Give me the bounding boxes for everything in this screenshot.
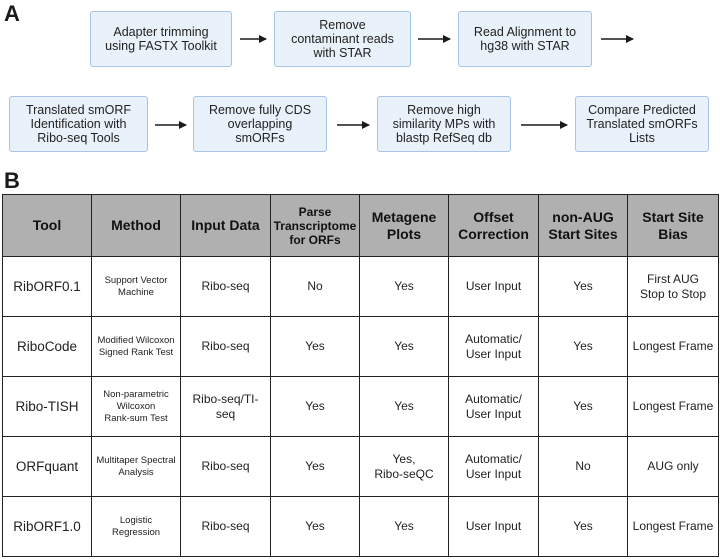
cell-parse-transcriptome: Yes xyxy=(270,436,360,497)
table-row: Ribo-TISH Non-parametric Wilcoxon Rank-s… xyxy=(2,376,719,437)
cell-start-site-bias: AUG only xyxy=(627,436,719,497)
cell-non-aug-start-sites: Yes xyxy=(538,496,628,557)
cell-parse-transcriptome: No xyxy=(270,256,360,317)
cell-non-aug-start-sites: No xyxy=(538,436,628,497)
step-compare-lists: Compare Predicted Translated smORFs List… xyxy=(575,96,709,152)
cell-non-aug-start-sites: Yes xyxy=(538,256,628,317)
cell-metagene-plots: Yes xyxy=(359,316,449,377)
table-header-row: Tool Method Input Data Parse Transcripto… xyxy=(2,194,719,257)
cell-start-site-bias: Longest Frame xyxy=(627,376,719,437)
header-metagene-plots: Metagene Plots xyxy=(359,194,449,257)
step-remove-contaminant-reads: Remove contaminant reads with STAR xyxy=(274,11,411,67)
cell-metagene-plots: Yes xyxy=(359,256,449,317)
panel-b-label: B xyxy=(4,168,20,193)
table-row: RibORF1.0 Logistic Regression Ribo-seq Y… xyxy=(2,496,719,557)
cell-metagene-plots: Yes xyxy=(359,376,449,437)
cell-tool: RibORF0.1 xyxy=(2,256,92,317)
cell-non-aug-start-sites: Yes xyxy=(538,316,628,377)
cell-method: Logistic Regression xyxy=(91,496,181,557)
table-row: ORFquant Multitaper Spectral Analysis Ri… xyxy=(2,436,719,497)
header-tool: Tool xyxy=(2,194,92,257)
step-remove-cds-overlapping: Remove fully CDS overlapping smORFs xyxy=(193,96,327,152)
header-non-aug-start-sites: non-AUG Start Sites xyxy=(538,194,628,257)
cell-non-aug-start-sites: Yes xyxy=(538,376,628,437)
cell-input-data: Ribo-seq xyxy=(180,436,271,497)
flow-arrows xyxy=(155,35,634,129)
step-adapter-trimming: Adapter trimming using FASTX Toolkit xyxy=(90,11,232,67)
cell-start-site-bias: Longest Frame xyxy=(627,316,719,377)
cell-parse-transcriptome: Yes xyxy=(270,496,360,557)
header-parse-transcriptome: Parse Transcriptome for ORFs xyxy=(270,194,360,257)
cell-tool: RiboCode xyxy=(2,316,92,377)
cell-start-site-bias: Longest Frame xyxy=(627,496,719,557)
cell-parse-transcriptome: Yes xyxy=(270,376,360,437)
table-row: RibORF0.1 Support Vector Machine Ribo-se… xyxy=(2,256,719,317)
cell-method: Support Vector Machine xyxy=(91,256,181,317)
cell-offset-correction: Automatic/ User Input xyxy=(448,436,539,497)
cell-input-data: Ribo-seq xyxy=(180,316,271,377)
cell-method: Modified Wilcoxon Signed Rank Test xyxy=(91,316,181,377)
cell-tool: ORFquant xyxy=(2,436,92,497)
cell-input-data: Ribo-seq/TI-seq xyxy=(180,376,271,437)
panel-a-label: A xyxy=(4,1,20,26)
cell-tool: Ribo-TISH xyxy=(2,376,92,437)
header-offset-correction: Offset Correction xyxy=(448,194,539,257)
step-smorf-identification: Translated smORF Identification with Rib… xyxy=(9,96,148,152)
header-method: Method xyxy=(91,194,181,257)
cell-parse-transcriptome: Yes xyxy=(270,316,360,377)
cell-method: Non-parametric Wilcoxon Rank-sum Test xyxy=(91,376,181,437)
step-remove-high-similarity: Remove high similarity MPs with blastp R… xyxy=(377,96,511,152)
cell-offset-correction: User Input xyxy=(448,256,539,317)
cell-metagene-plots: Yes, Ribo-seQC xyxy=(359,436,449,497)
cell-input-data: Ribo-seq xyxy=(180,256,271,317)
step-read-alignment: Read Alignment to hg38 with STAR xyxy=(458,11,592,67)
cell-tool: RibORF1.0 xyxy=(2,496,92,557)
cell-offset-correction: Automatic/ User Input xyxy=(448,316,539,377)
table-row: RiboCode Modified Wilcoxon Signed Rank T… xyxy=(2,316,719,377)
cell-start-site-bias: First AUG Stop to Stop xyxy=(627,256,719,317)
header-input-data: Input Data xyxy=(180,194,271,257)
cell-method: Multitaper Spectral Analysis xyxy=(91,436,181,497)
cell-metagene-plots: Yes xyxy=(359,496,449,557)
tool-comparison-table: Tool Method Input Data Parse Transcripto… xyxy=(2,194,719,557)
cell-offset-correction: Automatic/ User Input xyxy=(448,376,539,437)
header-start-site-bias: Start Site Bias xyxy=(627,194,719,257)
cell-offset-correction: User Input xyxy=(448,496,539,557)
cell-input-data: Ribo-seq xyxy=(180,496,271,557)
